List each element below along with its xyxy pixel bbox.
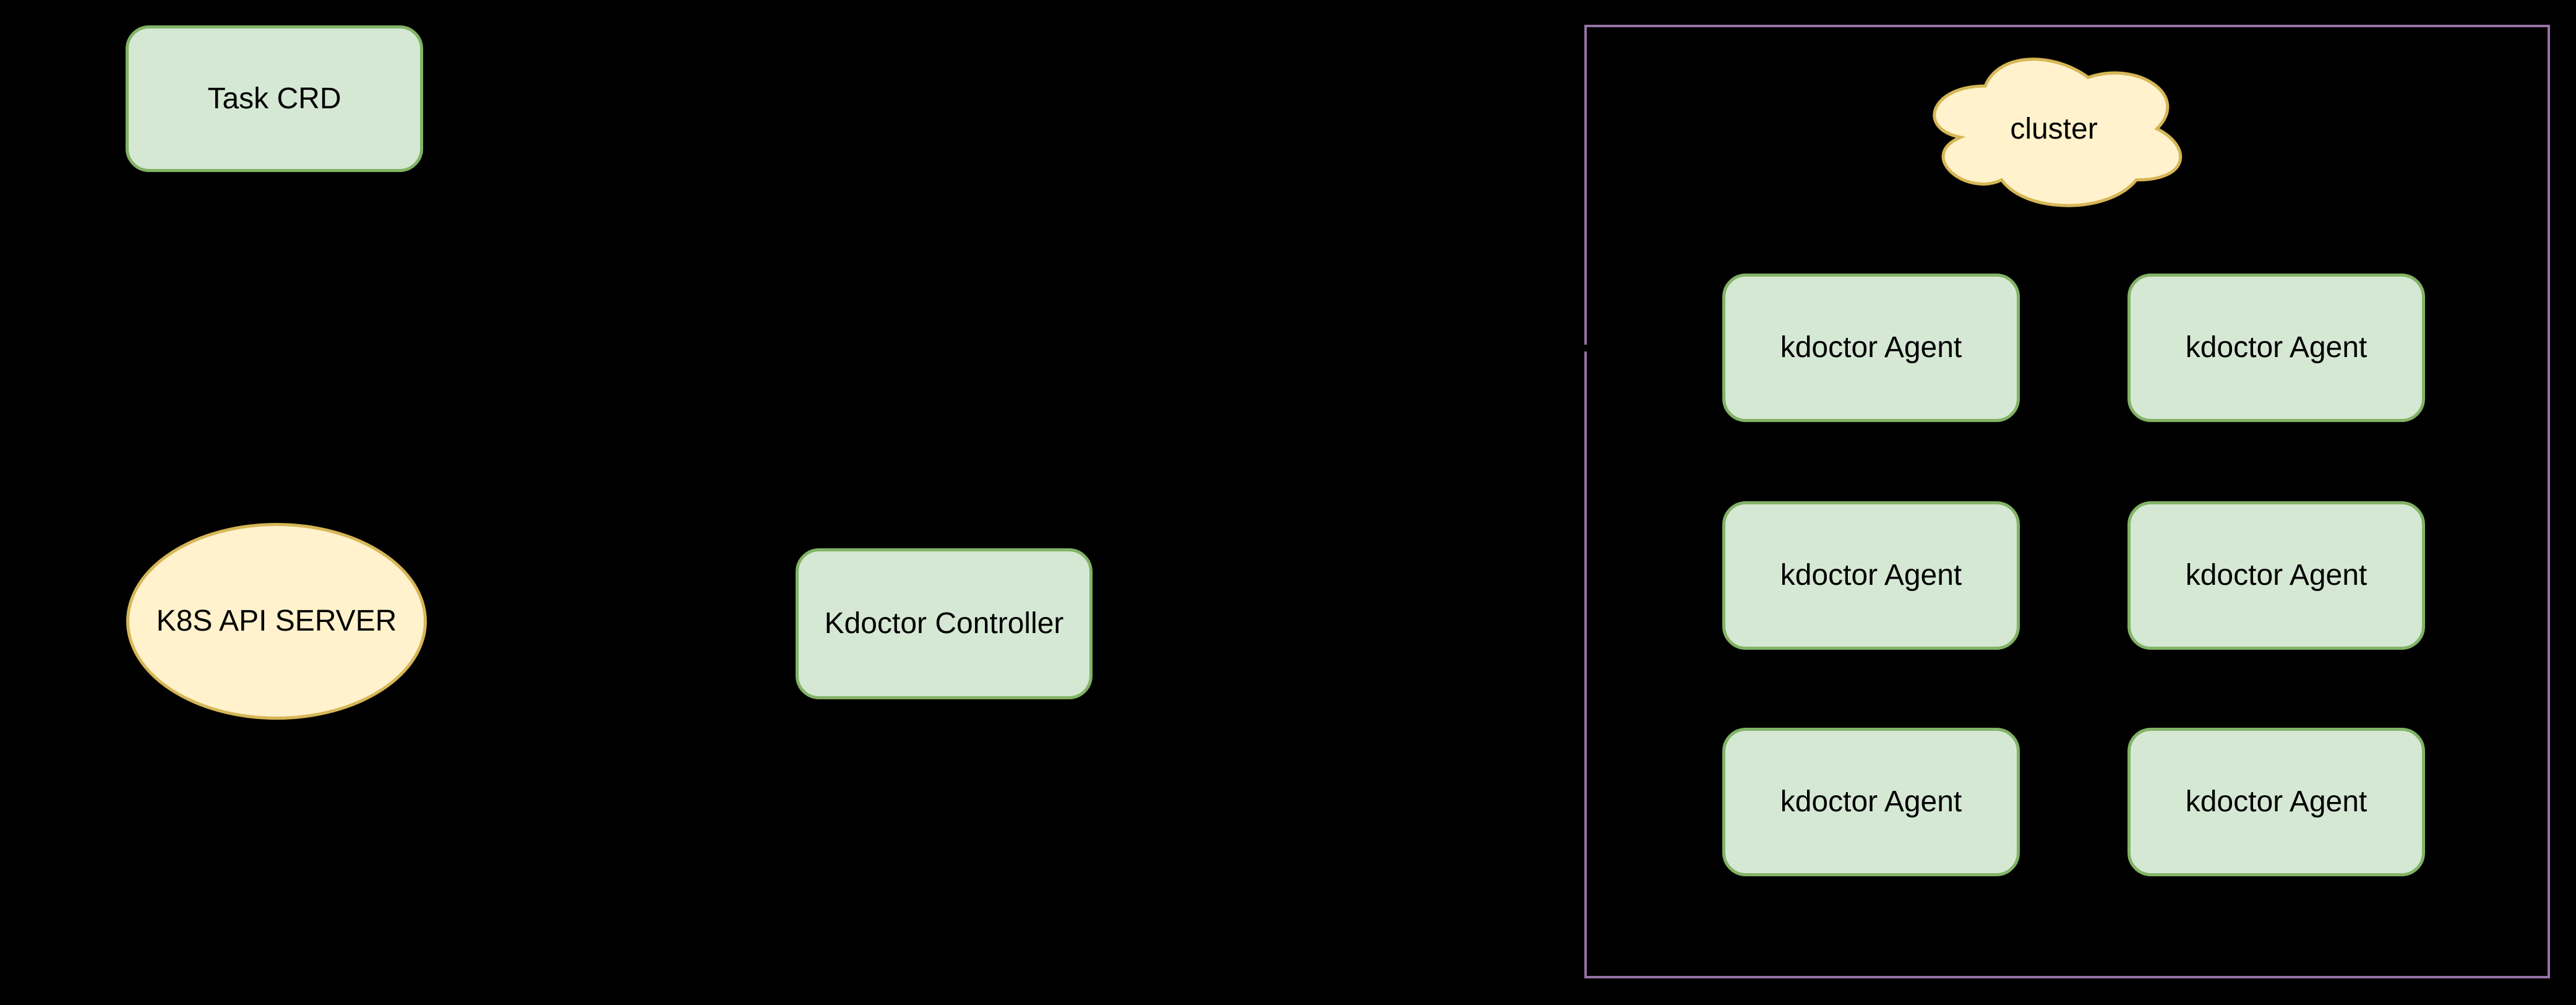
cloud-icon xyxy=(1933,58,2183,207)
kdoctor-agent-label: kdoctor Agent xyxy=(1780,785,1962,819)
k8s-api-server-node: K8S API SERVER xyxy=(126,523,427,720)
cluster-border-gap-artifact xyxy=(1581,345,1590,352)
k8s-api-server-label: K8S API SERVER xyxy=(156,605,397,638)
kdoctor-agent-label: kdoctor Agent xyxy=(2185,331,2368,364)
kdoctor-agent-node: kdoctor Agent xyxy=(1722,501,2020,650)
kdoctor-agent-label: kdoctor Agent xyxy=(1780,331,1962,364)
kdoctor-controller-label: Kdoctor Controller xyxy=(824,607,1064,641)
kdoctor-agent-node: kdoctor Agent xyxy=(2127,501,2425,650)
kdoctor-controller-node: Kdoctor Controller xyxy=(796,548,1093,699)
kdoctor-agent-node: kdoctor Agent xyxy=(1722,274,2020,422)
kdoctor-agent-label: kdoctor Agent xyxy=(2185,785,2368,819)
task-crd-label: Task CRD xyxy=(207,82,341,115)
kdoctor-agent-node: kdoctor Agent xyxy=(2127,728,2425,876)
task-crd-node: Task CRD xyxy=(126,25,423,172)
cluster-boundary xyxy=(1584,25,2550,978)
kdoctor-agent-label: kdoctor Agent xyxy=(2185,559,2368,592)
kdoctor-agent-node: kdoctor Agent xyxy=(1722,728,2020,876)
cluster-cloud-label: cluster xyxy=(2010,112,2098,145)
kdoctor-agent-node: kdoctor Agent xyxy=(2127,274,2425,422)
kdoctor-agent-label: kdoctor Agent xyxy=(1780,559,1962,592)
